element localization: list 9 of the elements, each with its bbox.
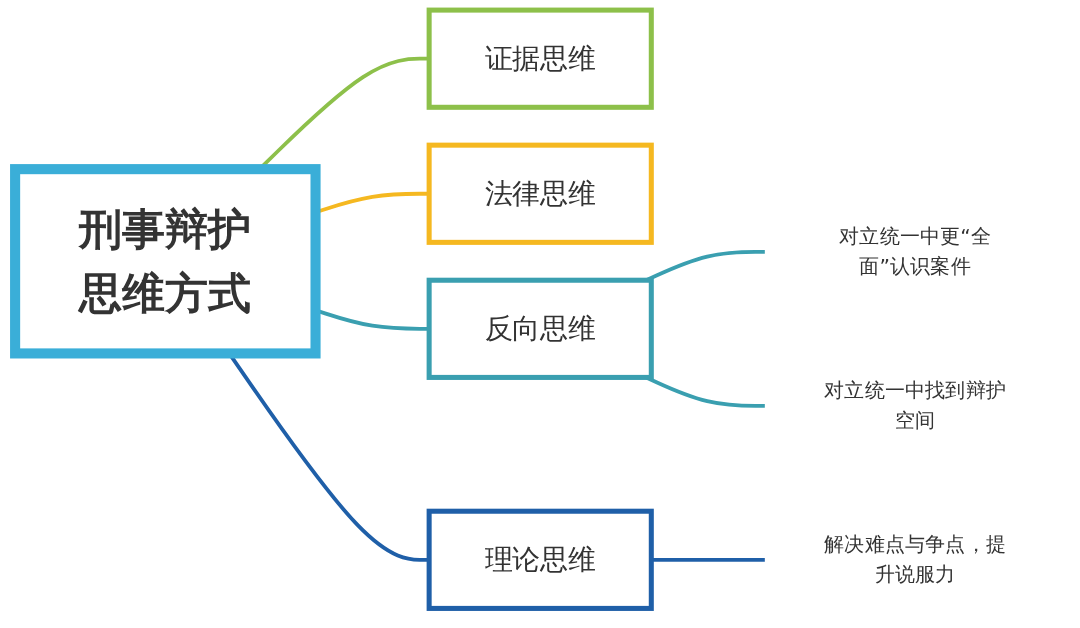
node-box: 刑事辩护思维方式 bbox=[9, 164, 321, 359]
node-text: 对立统一中找到辩护空间 bbox=[824, 378, 1006, 433]
node-box: 证据思维 bbox=[426, 7, 654, 110]
connector bbox=[651, 557, 765, 562]
node-box: 法律思维 bbox=[426, 142, 654, 245]
node-box: 反向思维 bbox=[426, 277, 654, 380]
node-box: 理论思维 bbox=[426, 508, 654, 611]
node-text: 解决难点与争点，提升说服力 bbox=[824, 532, 1006, 587]
node-text: 对立统一中更“全面”认识案件 bbox=[838, 224, 991, 279]
